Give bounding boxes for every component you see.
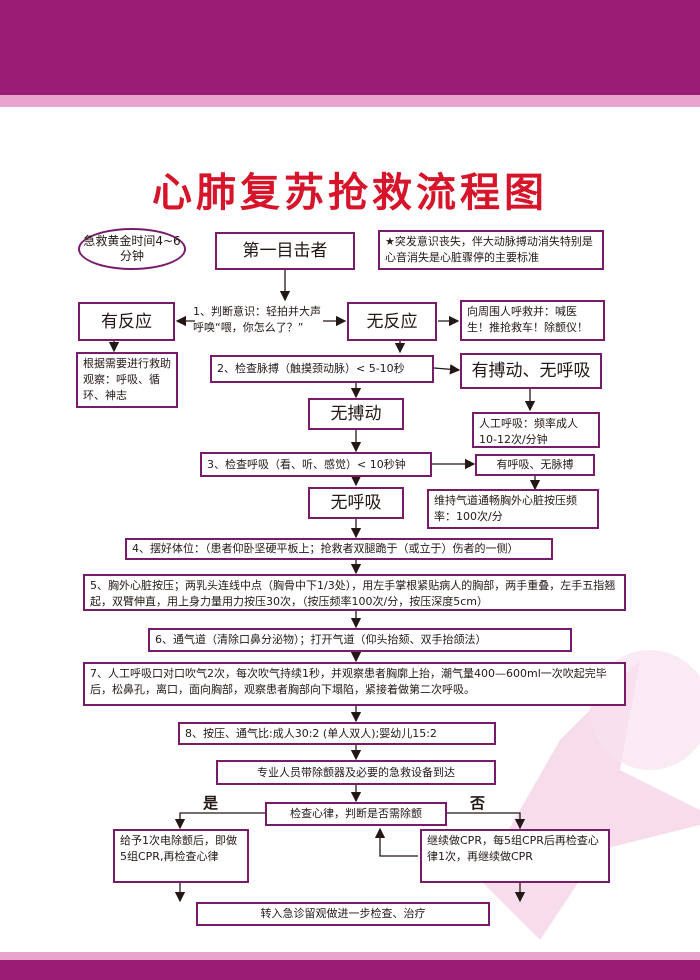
step7-rescue-breathing: 7、人工呼吸口对口吹气2次，每次吹气持续1秒，并观察患者胸廓上抬，潮气量400—… bbox=[83, 662, 626, 706]
page-title: 心肺复苏抢救流程图 bbox=[152, 170, 548, 216]
step1-judge-consciousness: 1、判断意识：轻拍并大声呼唤“喂，你怎么了？” bbox=[193, 305, 321, 334]
step2-check-pulse: 2、检查脉搏（触摸颈动脉）< 5-10秒 bbox=[210, 355, 434, 383]
defibrillation-box: 给予1次电除颤后，即做5组CPR,再检查心律 bbox=[113, 829, 249, 883]
first-witness-box: 第一目击者 bbox=[215, 232, 355, 270]
step5-chest-compression: 5、胸外心脏按压；两乳头连线中点（胸骨中下1/3处），用左手掌根紧贴病人的胸部，… bbox=[83, 574, 626, 611]
call-help-box: 向周围人呼救并：喊医生！推抢救车！除颤仪！ bbox=[460, 300, 605, 341]
pulse-no-breath-box: 有搏动、无呼吸 bbox=[460, 353, 602, 389]
artificial-respiration-box: 人工呼吸：频率成人10-12次/分钟 bbox=[472, 412, 600, 448]
diagnosis-note-box: ★突发意识丧失，伴大动脉搏动消失特别是心音消失是心脏骤停的主要标准 bbox=[378, 230, 604, 270]
yes-label: 是 bbox=[203, 794, 219, 812]
continue-cpr-box: 继续做CPR，每5组CPR后再检查心律1次，再继续做CPR bbox=[420, 829, 610, 883]
no-breathing-box: 无呼吸 bbox=[308, 487, 404, 519]
golden-time-oval: 急救黄金时间4~6分钟 bbox=[78, 228, 186, 270]
bottom-band bbox=[0, 960, 700, 980]
bottom-stripe bbox=[0, 952, 700, 960]
check-rhythm-box: 检查心律，判断是否需除颤 bbox=[265, 802, 447, 826]
no-pulse-box: 无搏动 bbox=[308, 398, 404, 430]
transfer-box: 转入急诊留观做进一步检查、治疗 bbox=[196, 902, 490, 926]
top-band bbox=[0, 0, 700, 95]
arrival-box: 专业人员带除颤器及必要的急救设备到达 bbox=[216, 760, 496, 785]
step6-airway: 6、通气道（清除口鼻分泌物）；打开气道（仰头抬颏、双手抬颌法） bbox=[148, 628, 572, 652]
step8-ratio: 8、按压、通气比:成人30:2 (单人双人);婴幼儿15:2 bbox=[178, 722, 496, 745]
observe-box: 根据需要进行救助观察：呼吸、循环、神志 bbox=[76, 352, 178, 408]
breath-no-pulse-box: 有呼吸、无脉搏 bbox=[475, 454, 595, 476]
no-label: 否 bbox=[470, 794, 486, 812]
unresponsive-box: 无反应 bbox=[347, 302, 437, 341]
top-stripe bbox=[0, 95, 700, 107]
step3-check-breathing: 3、检查呼吸（看、听、感觉）< 10秒钟 bbox=[200, 452, 432, 477]
airway-compression-box: 维持气道通畅胸外心脏按压频率：100次/分 bbox=[427, 489, 599, 529]
step4-positioning: 4、摆好体位：（患者仰卧坚硬平板上；抢救者双腿跪于（或立于）伤者的一侧） bbox=[125, 538, 553, 560]
responsive-box: 有反应 bbox=[78, 302, 175, 341]
